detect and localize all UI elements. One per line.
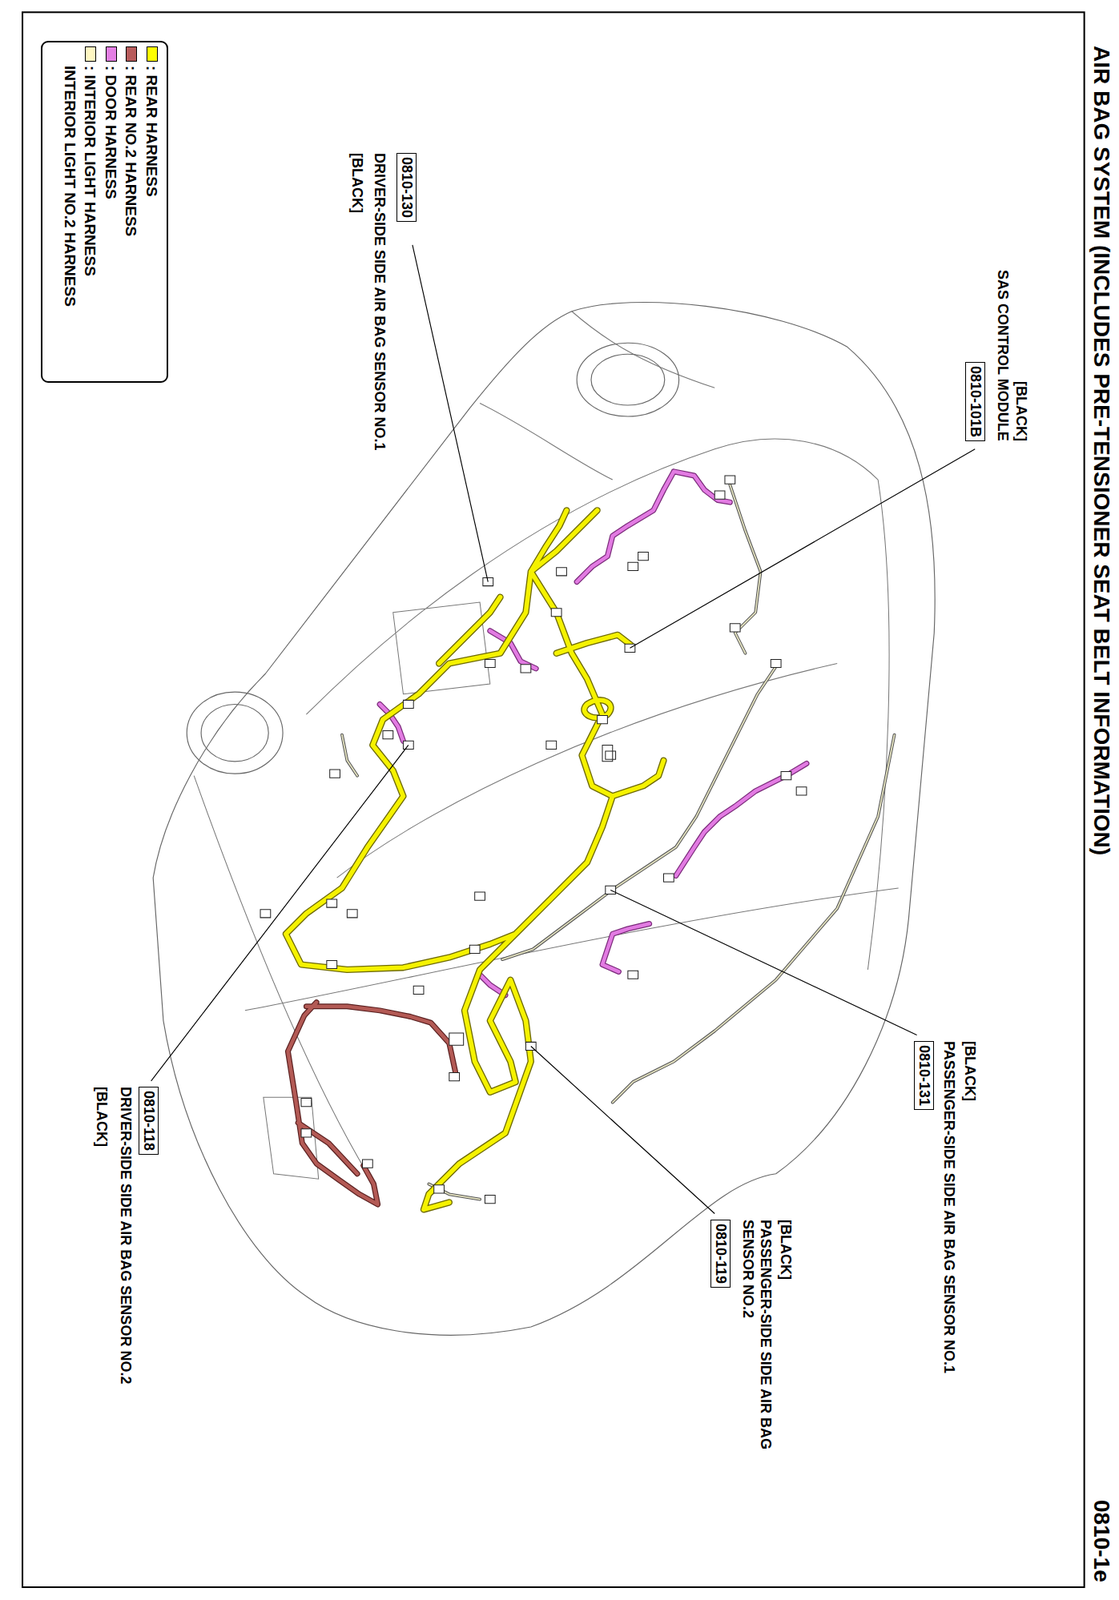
legend-text: : REAR NO.2 HARNESS bbox=[121, 65, 142, 237]
part-name: DRIVER-SIDE SIDE AIR BAG SENSOR NO.2 bbox=[116, 1086, 135, 1385]
callout-box: 0810-130 bbox=[396, 152, 417, 222]
legend-box: : REAR HARNESS: REAR NO.2 HARNESS: DOOR … bbox=[40, 40, 169, 383]
title: AIR BAG SYSTEM (INCLUDES PRE-TENSIONER S… bbox=[1088, 45, 1115, 856]
legend-swatch bbox=[146, 46, 158, 62]
callout-box: 0810-131 bbox=[913, 1041, 934, 1111]
callout-number: 0810-130 bbox=[398, 156, 415, 218]
page-number: 0810-1e bbox=[1088, 1500, 1115, 1583]
part-name: PASSENGER-SIDE SIDE AIR BAG SENSOR NO.2 bbox=[739, 1219, 775, 1501]
wheel bbox=[576, 342, 679, 417]
legend-row: : REAR HARNESS bbox=[141, 42, 162, 382]
callout-number: 0810-101B bbox=[966, 366, 984, 438]
legend-row: : REAR NO.2 HARNESS bbox=[121, 42, 142, 382]
part-name: DRIVER-SIDE SIDE AIR BAG SENSOR NO.1 bbox=[370, 152, 389, 451]
legend-swatch bbox=[126, 46, 138, 62]
legend-text: : REAR HARNESS bbox=[141, 65, 162, 198]
connector-color: [BLACK] bbox=[92, 1086, 111, 1148]
connector-color: [BLACK] bbox=[776, 1219, 795, 1281]
wheel bbox=[186, 692, 283, 774]
connector-color: [BLACK] bbox=[348, 152, 367, 214]
part-name: PASSENGER-SIDE SIDE AIR BAG SENSOR NO.1 bbox=[940, 1041, 958, 1374]
callout-number: 0810-118 bbox=[140, 1090, 157, 1152]
rear-harness bbox=[285, 510, 665, 1210]
interior-light-harness bbox=[342, 484, 895, 1200]
legend-row: : INTERIOR LIGHT HARNESS bbox=[80, 42, 101, 382]
interior-light-harness-outline bbox=[342, 484, 895, 1200]
legend-row: : DOOR HARNESS bbox=[100, 42, 121, 382]
callout-box: 0810-101B bbox=[965, 362, 986, 442]
rear-no2-harness bbox=[287, 1002, 455, 1205]
car-body bbox=[152, 302, 935, 1337]
part-name: SAS CONTROL MODULE bbox=[994, 269, 1012, 442]
wheel-hub bbox=[591, 354, 665, 406]
legend-text: INTERIOR LIGHT NO.2 HARNESS bbox=[60, 65, 81, 307]
callout-box: 0810-119 bbox=[710, 1219, 731, 1289]
leader-line bbox=[151, 245, 976, 1215]
rear-harness-outline bbox=[285, 510, 665, 1210]
callout-number: 0810-119 bbox=[712, 1223, 729, 1285]
car-drawing bbox=[22, 12, 1085, 1588]
page-frame bbox=[22, 12, 1085, 1588]
legend-swatch bbox=[105, 46, 117, 62]
legend-swatch bbox=[85, 46, 97, 62]
connector-color: [BLACK] bbox=[961, 1041, 979, 1102]
legend-row: INTERIOR LIGHT NO.2 HARNESS bbox=[60, 42, 81, 382]
connector-color: [BLACK] bbox=[1012, 381, 1031, 442]
rear-no2-harness-outline bbox=[287, 1002, 455, 1205]
connector-symbol bbox=[260, 475, 807, 1204]
callout-box: 0810-118 bbox=[138, 1086, 159, 1156]
legend-text: : INTERIOR LIGHT HARNESS bbox=[80, 65, 101, 277]
callout-number: 0810-131 bbox=[915, 1045, 933, 1107]
wheel-hub bbox=[201, 704, 269, 761]
legend-text: : DOOR HARNESS bbox=[100, 65, 121, 200]
